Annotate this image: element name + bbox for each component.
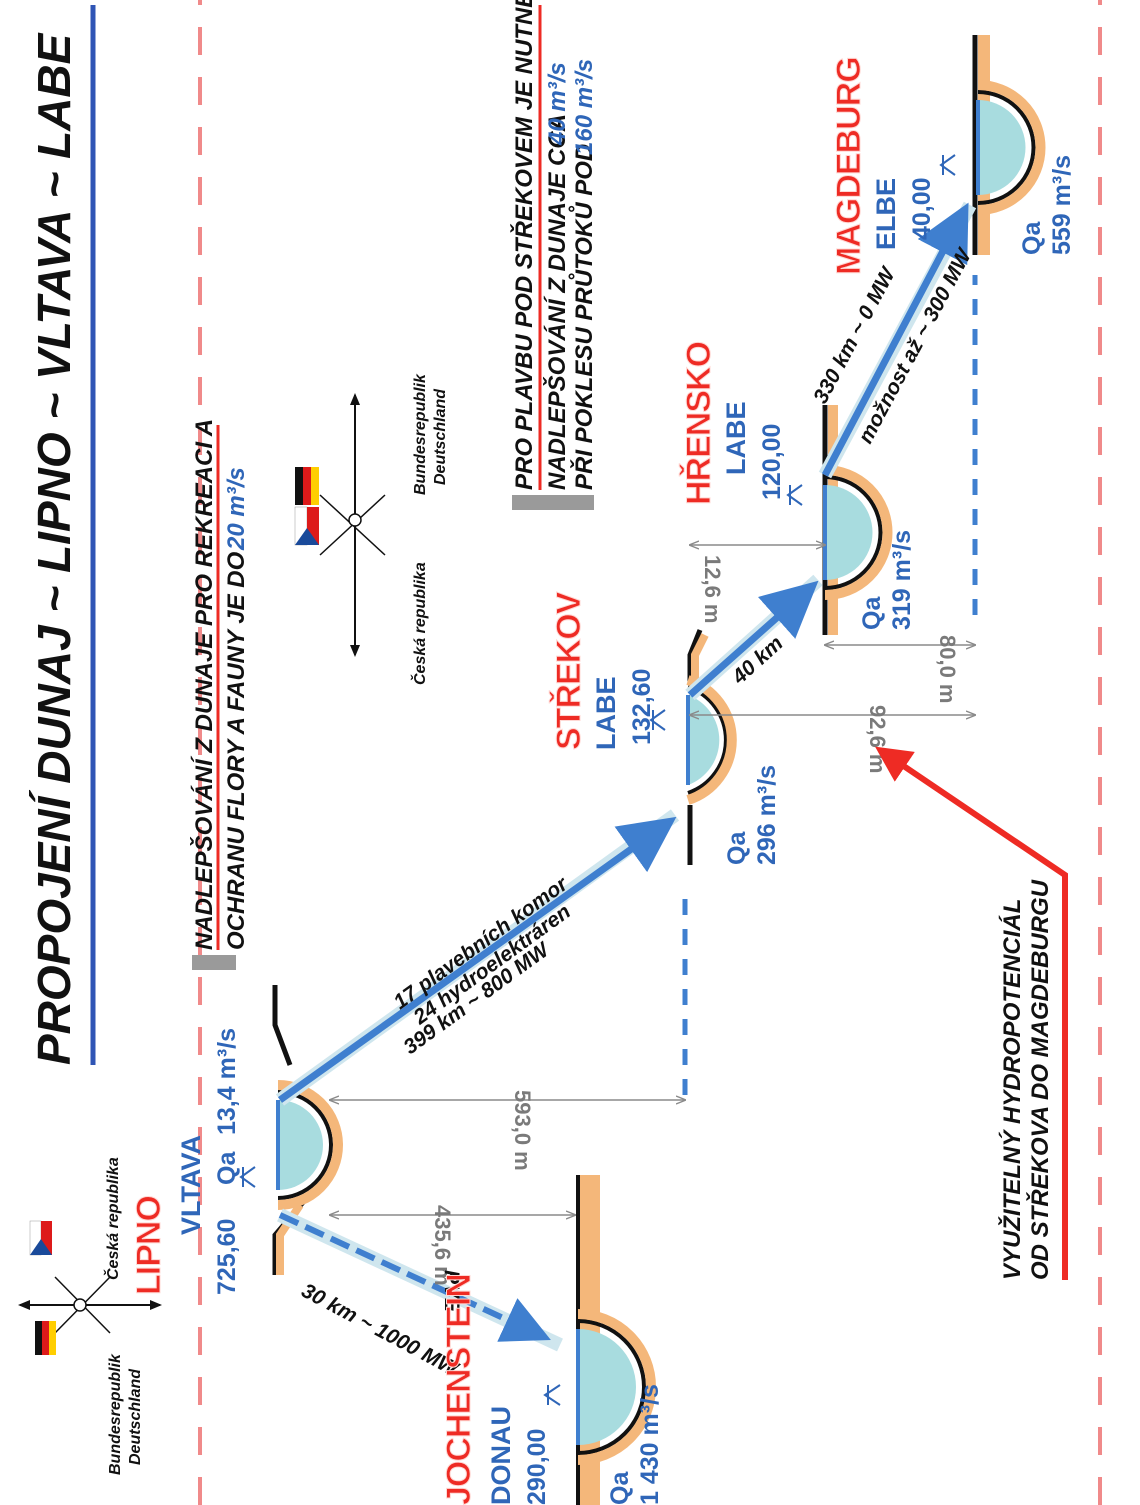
elevation-lipno: 725,60 <box>213 1219 241 1295</box>
flag-germany-left <box>35 1321 56 1355</box>
city-jochenstein: JOCHENSTEIN <box>440 1274 478 1505</box>
elbe-label-2: možnost až ~ 300 MW <box>854 244 977 448</box>
elevation-jochenstein: 290,00 <box>523 1429 551 1505</box>
compass-mid-de-2: Deutschland <box>432 388 449 485</box>
note-navigation-line1: PRO PLAVBU POD STŘEKOVEM JE NUTNÉ <box>510 0 538 490</box>
flag-germany-mid <box>295 467 319 505</box>
qa-jochenstein: Qa <box>606 1471 634 1505</box>
compass-left: Bundesrepublik Deutschland Česká republi… <box>18 1157 162 1475</box>
reservoir-jochenstein <box>543 1175 656 1505</box>
qa-magdeburg: Qa <box>1018 221 1046 255</box>
dim-lipno-jochenstein: 435,6 m <box>430 1205 455 1286</box>
note-recreation-line1: NADLEPŠOVÁNÍ Z DUNAJE PRO REKREACI A <box>190 419 218 950</box>
pve-arrow <box>278 1212 551 1342</box>
flag-czech-mid <box>294 506 319 546</box>
elbe-arrow <box>821 202 969 477</box>
labe-arrow <box>687 580 819 698</box>
city-magdeburg: MAGDEBURG <box>830 57 868 275</box>
note-recreation: NADLEPŠOVÁNÍ Z DUNAJE PRO REKREACI A OCH… <box>190 419 250 970</box>
note-potential-line2: OD STŘEKOVA DO MAGDEBURGU <box>1026 879 1054 1280</box>
flow-magdeburg: 559 m³/s <box>1048 155 1076 255</box>
dim-strekov-magdeburg: 92,6 m <box>865 705 890 774</box>
flag-czech-left <box>29 1220 52 1256</box>
compass-left-cz: Česká republika <box>103 1157 122 1280</box>
note-navigation-line2: NADLEPŠOVÁNÍ Z DUNAJE CCA <box>543 114 571 490</box>
river-strekov: LABE <box>591 677 621 751</box>
dim-lipno-strekov: 593,0 m <box>510 1090 535 1171</box>
note-recreation-value: 20 m³/s <box>223 467 250 551</box>
diagram-title: PROPOJENÍ DUNAJ ~ LIPNO ~ VLTAVA ~ LABE <box>28 32 80 1065</box>
compass-left-de-1: Bundesrepublik <box>107 1353 124 1475</box>
compass-mid-de-1: Bundesrepublik <box>412 373 429 495</box>
reservoir-magdeburg <box>939 35 1046 255</box>
qa-hrensko: Qa <box>858 596 886 630</box>
note-navigation: PRO PLAVBU POD STŘEKOVEM JE NUTNÉ NADLEP… <box>510 0 598 510</box>
elevation-hrensko: 120,00 <box>758 424 786 500</box>
river-hrensko: LABE <box>721 402 751 476</box>
elevation-strekov: 132,60 <box>628 669 656 745</box>
reservoir-lipno <box>239 985 343 1275</box>
note-navigation-line2-value: 40 m³/s <box>544 62 571 146</box>
note-potential-line1: VYUŽITELNÝ HYDROPOTENCIÁL <box>998 899 1026 1280</box>
note-navigation-line3-value: 160 m³/s <box>571 59 598 155</box>
note-navigation-line3: PŘI POKLESU PRŮTOKŮ POD <box>568 144 598 490</box>
dim-hrensko-magdeburg: 80,0 m <box>935 635 960 704</box>
city-lipno: LIPNO <box>130 1196 168 1295</box>
river-lipno: VLTAVA <box>176 1135 206 1235</box>
flow-hrensko: 319 m³/s <box>888 530 916 630</box>
river-magdeburg: ELBE <box>871 178 901 250</box>
vltava-arrow <box>277 816 677 1103</box>
elevation-magdeburg: 40,00 <box>908 177 936 240</box>
river-jochenstein: DONAU <box>486 1406 516 1505</box>
compass-mid-cz: Česká republika <box>410 562 429 685</box>
compass-left-de-2: Deutschland <box>127 1368 144 1465</box>
city-strekov: STŘEKOV <box>550 591 588 750</box>
note-recreation-line2: OCHRANU FLORY A FAUNY JE DO <box>223 551 250 950</box>
flow-jochenstein: 1 430 m³/s <box>636 1384 664 1505</box>
note-potential: VYUŽITELNÝ HYDROPOTENCIÁL OD STŘEKOVA DO… <box>875 746 1068 1280</box>
compass-mid: Česká republika Bundesrepublik Deutschla… <box>294 373 449 685</box>
flow-strekov: 296 m³/s <box>753 765 781 865</box>
reservoir-hrensko <box>786 405 893 635</box>
qa-lipno: Qa <box>213 1151 241 1185</box>
qa-strekov: Qa <box>723 831 751 865</box>
flow-lipno: 13,4 m³/s <box>213 1028 241 1135</box>
dim-strekov-hrensko: 12,6 m <box>700 555 725 624</box>
pve-label: PVE <box>440 1270 463 1313</box>
city-hrensko: HŘENSKO <box>680 341 718 505</box>
